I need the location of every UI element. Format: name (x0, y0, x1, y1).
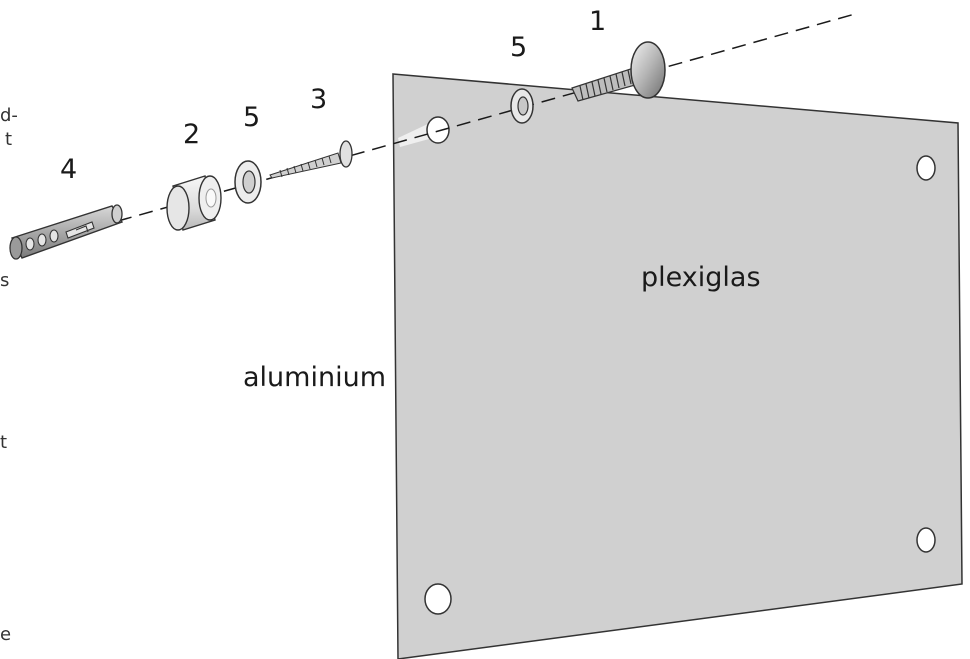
part-1-cap-screw (571, 41, 666, 102)
label-part-1: 1 (589, 6, 607, 37)
panel-hole-bottom-right (916, 527, 936, 553)
label-plexiglas: plexiglas (641, 262, 761, 293)
edge-text-fragment: s (0, 270, 10, 291)
edge-text-fragment: e (0, 624, 12, 645)
part-5-washer-top (510, 88, 534, 124)
part-3-wood-screw (269, 140, 353, 179)
panel-hole-top-left (426, 116, 450, 144)
edge-text-fragment: d- (0, 105, 18, 126)
part-4-wall-plug (9, 204, 124, 260)
part-5-washer (234, 160, 262, 204)
label-part-2: 2 (183, 119, 201, 150)
assembly-axis (117, 13, 856, 222)
label-part-5-top: 5 (510, 32, 528, 63)
label-part-5: 5 (243, 102, 261, 133)
edge-text-fragment: t (5, 129, 13, 150)
cap-screw-head (630, 41, 666, 99)
panel-hole-top-right (916, 155, 936, 181)
label-aluminium: aluminium (243, 362, 386, 393)
part-2-spacer (166, 175, 222, 231)
label-part-4: 4 (60, 154, 78, 185)
label-part-3: 3 (310, 84, 328, 115)
edge-text-fragment: t (0, 432, 8, 453)
plexiglas-panel (392, 73, 963, 659)
cap-screw-thread (571, 65, 647, 102)
panel-hole-bottom-left (424, 583, 452, 615)
